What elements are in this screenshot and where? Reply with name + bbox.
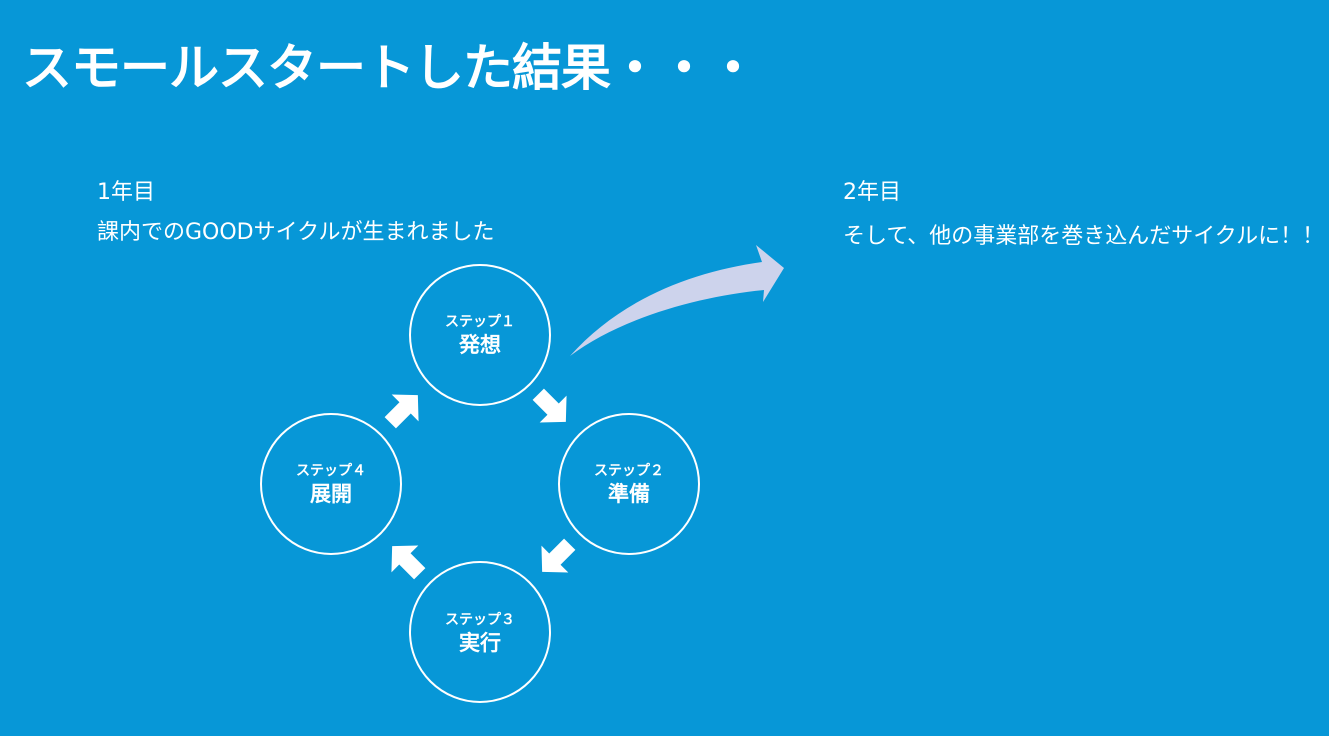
step-name-2: 準備 <box>608 482 650 506</box>
step-node-2: ステップ２ 準備 <box>558 413 700 555</box>
slide-title: スモールスタートした結果・・・ <box>22 39 758 97</box>
step-circle-3 <box>409 561 551 703</box>
step-node-1: ステップ１ 発想 <box>409 264 551 406</box>
step-name-3: 実行 <box>459 631 501 655</box>
cycle-arrow-3-to-4 <box>391 545 426 580</box>
year2-description: そして、他の事業部を巻き込んだサイクルに！！ <box>843 224 1325 249</box>
year2-label: 2年目 <box>843 180 901 205</box>
cycle-arrow-4-to-1 <box>384 394 419 429</box>
step-number-3: ステップ３ <box>445 612 515 628</box>
year1-description: 課内でのGOODサイクルが生まれました <box>97 220 495 245</box>
year1-label: 1年目 <box>97 180 155 205</box>
step-name-1: 発想 <box>458 333 501 357</box>
step-circle-2 <box>558 413 700 555</box>
cycle-arrow-1-to-2 <box>532 388 567 423</box>
step-circle-1 <box>409 264 551 406</box>
step-number-2: ステップ２ <box>594 463 664 479</box>
step-name-4: 展開 <box>310 482 352 506</box>
cycle-arrow-2-to-3 <box>541 538 576 573</box>
step-number-1: ステップ１ <box>445 314 515 330</box>
expansion-curved-arrow <box>570 245 784 356</box>
step-node-4: ステップ４ 展開 <box>260 413 402 555</box>
step-circle-4 <box>260 413 402 555</box>
step-number-4: ステップ４ <box>296 463 366 479</box>
step-node-3: ステップ３ 実行 <box>409 561 551 703</box>
